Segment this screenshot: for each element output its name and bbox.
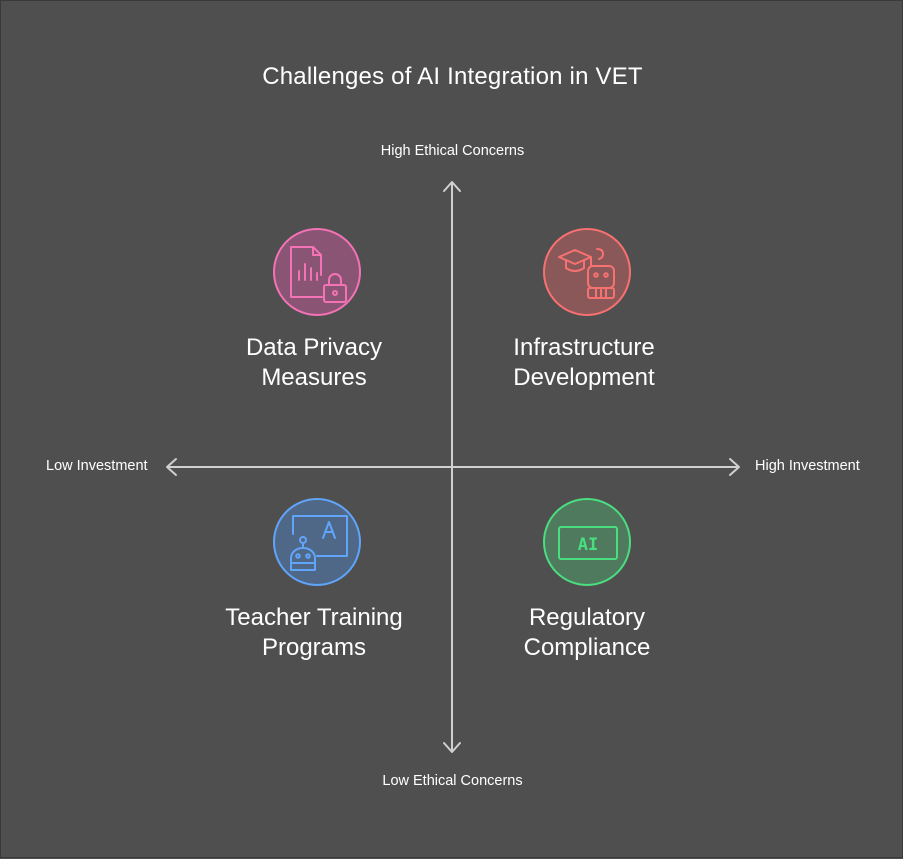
ai-screen-text: AI (578, 535, 598, 555)
quadrant-label-line: Development (513, 364, 655, 391)
ai-screen-icon: AI (543, 498, 631, 586)
arrow-down-icon (443, 742, 461, 753)
axis-label-low-investment: Low Investment (46, 458, 148, 474)
quadrant-label-line: Compliance (523, 634, 651, 661)
axis-label-high-investment: High Investment (755, 458, 860, 474)
arrow-left-icon (166, 458, 177, 476)
axis-label-low-ethical: Low Ethical Concerns (382, 773, 523, 789)
quadrant-label-bottom-left: Teacher Training Programs (184, 603, 444, 663)
quadrant-label-top-left: Data Privacy Measures (184, 333, 444, 393)
arrow-right-icon (729, 458, 740, 476)
page-title: Challenges of AI Integration in VET (262, 63, 643, 90)
quadrant-label-top-right: Infrastructure Development (454, 333, 714, 393)
robot-teacher-icon (273, 498, 361, 586)
arrow-up-icon (443, 181, 461, 192)
graduation-robot-icon (543, 228, 631, 316)
document-lock-icon (273, 228, 361, 316)
quadrant-label-line: Measures (261, 364, 367, 391)
quadrant-label-line: Programs (261, 634, 367, 661)
axis-label-high-ethical: High Ethical Concerns (380, 143, 525, 159)
quadrant-label-line: Data Privacy (245, 334, 383, 361)
quadrant-label-bottom-right: Regulatory Compliance (457, 603, 717, 663)
quadrant-label-line: Infrastructure (513, 334, 655, 361)
quadrant-label-line: Teacher Training (225, 604, 403, 631)
quadrant-label-line: Regulatory (528, 604, 646, 631)
